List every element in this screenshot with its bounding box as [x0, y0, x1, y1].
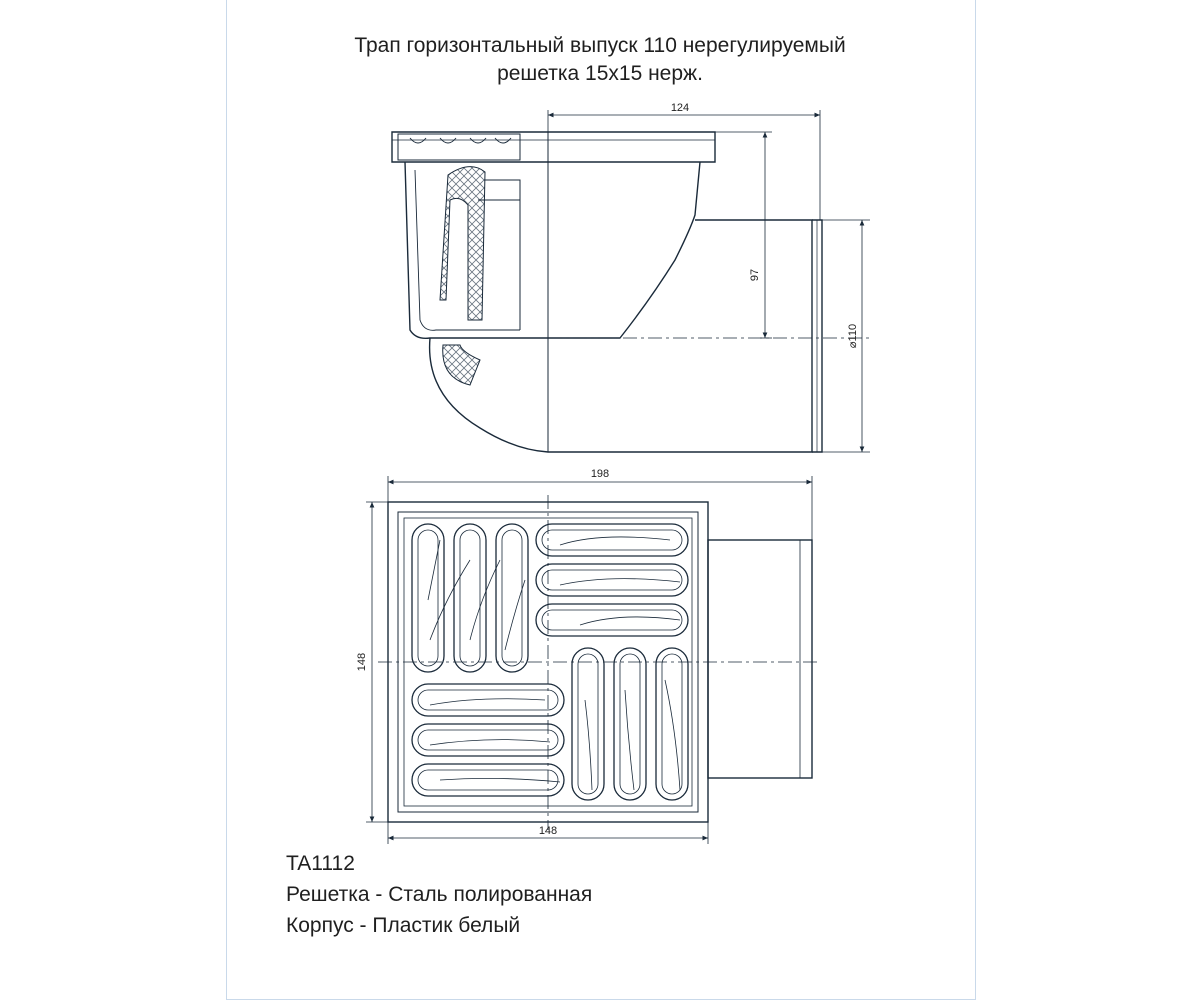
side-dimensions — [547, 110, 870, 453]
slot — [613, 647, 647, 801]
grate-slots — [411, 523, 689, 801]
side-view — [391, 131, 870, 453]
dim-top-width: 148 — [539, 825, 557, 837]
slot — [571, 647, 605, 801]
side-grate — [397, 133, 521, 161]
slot — [453, 523, 487, 673]
model-code: TA1112 — [286, 852, 355, 875]
body-material: Корпус - Пластик белый — [286, 914, 521, 937]
slot — [495, 523, 529, 673]
slot — [535, 603, 689, 637]
slot — [411, 683, 565, 717]
dim-side-width: 124 — [671, 102, 689, 114]
grate-material: Решетка - Сталь полированная — [286, 883, 593, 906]
slot — [655, 647, 689, 801]
dim-outlet-diameter: ⌀110 — [847, 324, 859, 348]
slot — [535, 523, 689, 557]
title-line-1: Трап горизонтальный выпуск 110 нерегулир… — [354, 34, 846, 57]
side-flange — [391, 131, 716, 163]
title-line-2: решетка 15х15 нерж. — [497, 62, 703, 85]
slot — [411, 723, 565, 757]
top-dimensions — [366, 476, 813, 844]
hidden-body-contour — [427, 536, 681, 791]
top-outlet — [707, 539, 813, 779]
top-view — [378, 495, 820, 830]
dim-top-height: 148 — [356, 653, 368, 671]
dim-top-overall: 198 — [591, 468, 609, 480]
dim-side-height: 97 — [749, 269, 761, 281]
side-bowl — [428, 219, 813, 453]
slot — [411, 523, 445, 673]
side-seal-section — [439, 166, 486, 321]
slot — [411, 763, 565, 797]
drawing-sheet — [226, 0, 976, 1000]
slot — [535, 563, 689, 597]
